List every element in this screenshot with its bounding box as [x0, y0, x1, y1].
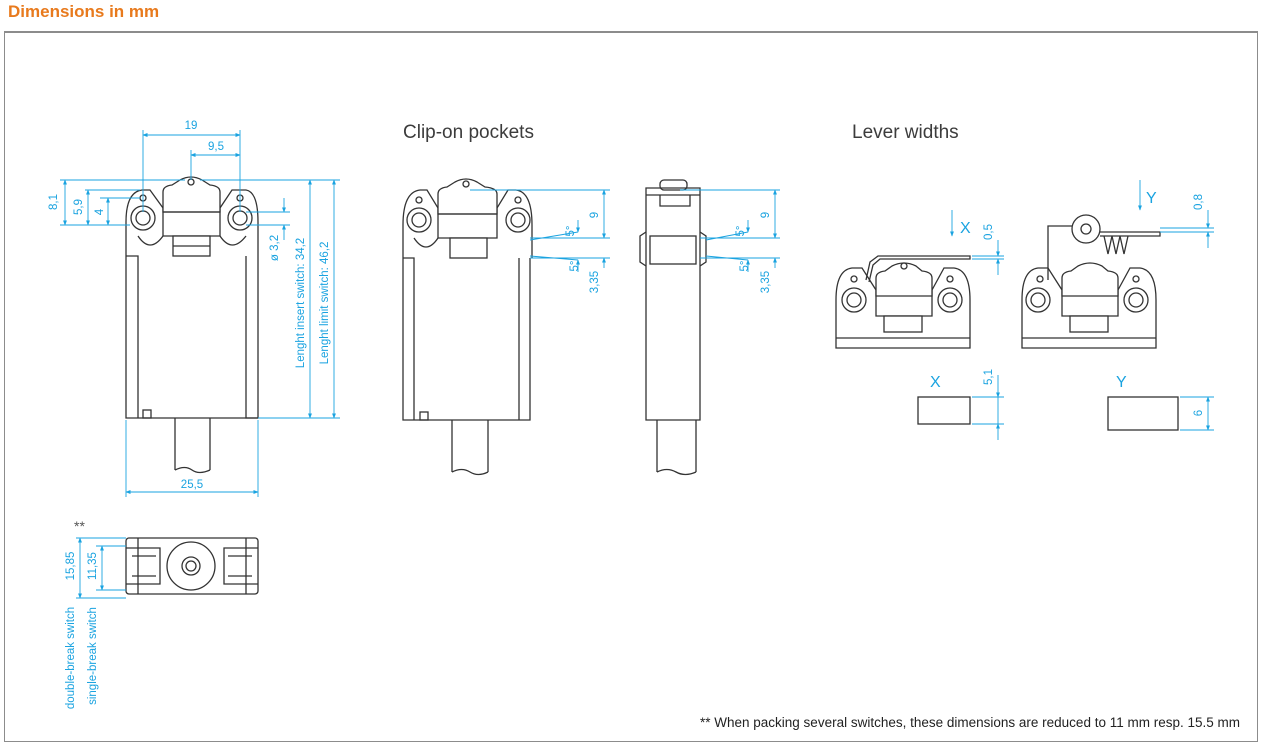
top-view: [125, 537, 259, 595]
clip-angle-upper: 5°: [565, 226, 577, 237]
dim-diameter-3-2: ø 3,2: [269, 235, 281, 261]
lever-x-width-label: X: [930, 374, 941, 391]
side-angle-upper: 5°: [735, 226, 747, 237]
top-dim-11-35: 11,35: [87, 552, 99, 580]
page-title: Dimensions in mm: [8, 2, 160, 21]
clip-dim-9: 9: [589, 212, 601, 218]
dim-19: 19: [185, 120, 198, 132]
clip-dim-3-35: 3,35: [589, 271, 601, 293]
dim-9-5: 9,5: [208, 141, 224, 153]
dim-8-1: 8,1: [48, 194, 60, 210]
dim-25-5: 25,5: [181, 479, 203, 491]
side-dim-9: 9: [760, 212, 772, 218]
clip-front-dimensions: [470, 189, 610, 272]
double-break-label: double-break switch: [65, 607, 77, 709]
side-angle-lower: 5°: [739, 261, 751, 272]
lever-dim-0-5: 0,5: [983, 224, 995, 240]
clip-front-view: [402, 178, 533, 476]
front-view: [125, 176, 259, 474]
clip-side-view: [639, 179, 707, 476]
dim-5-9: 5,9: [73, 199, 85, 215]
dim-insert-length: Lenght insert switch: 34,2: [295, 238, 307, 368]
lever-dim-5-1: 5,1: [983, 369, 995, 385]
lever-widths-heading: Lever widths: [852, 122, 959, 143]
clip-on-pockets-heading: Clip-on pockets: [403, 122, 534, 143]
lever-x-dimensions: [949, 210, 1004, 440]
lever-y-dimensions: [1137, 180, 1214, 431]
side-dim-3-35: 3,35: [760, 271, 772, 293]
footnote: ** When packing several switches, these …: [700, 715, 1240, 730]
lever-y-view: [1021, 214, 1179, 431]
lever-x-label: X: [960, 220, 971, 237]
clip-angle-lower: 5°: [569, 261, 581, 272]
dim-limit-length: Lenght limit switch: 46,2: [319, 242, 331, 365]
double-asterisk: **: [74, 518, 85, 534]
single-break-label: single-break switch: [87, 607, 99, 705]
drawing-frame: [4, 31, 1258, 742]
lever-y-width-label: Y: [1116, 374, 1127, 391]
lever-y-label: Y: [1146, 190, 1157, 207]
lever-x-view: [835, 255, 971, 425]
clip-side-dimensions: [680, 189, 780, 272]
lever-dim-0-8: 0,8: [1193, 194, 1205, 210]
front-dimensions: [60, 130, 340, 497]
lever-dim-6: 6: [1193, 410, 1205, 416]
top-dim-15-85: 15,85: [65, 552, 77, 581]
top-view-dimensions: [76, 537, 126, 599]
dim-4: 4: [94, 208, 106, 215]
